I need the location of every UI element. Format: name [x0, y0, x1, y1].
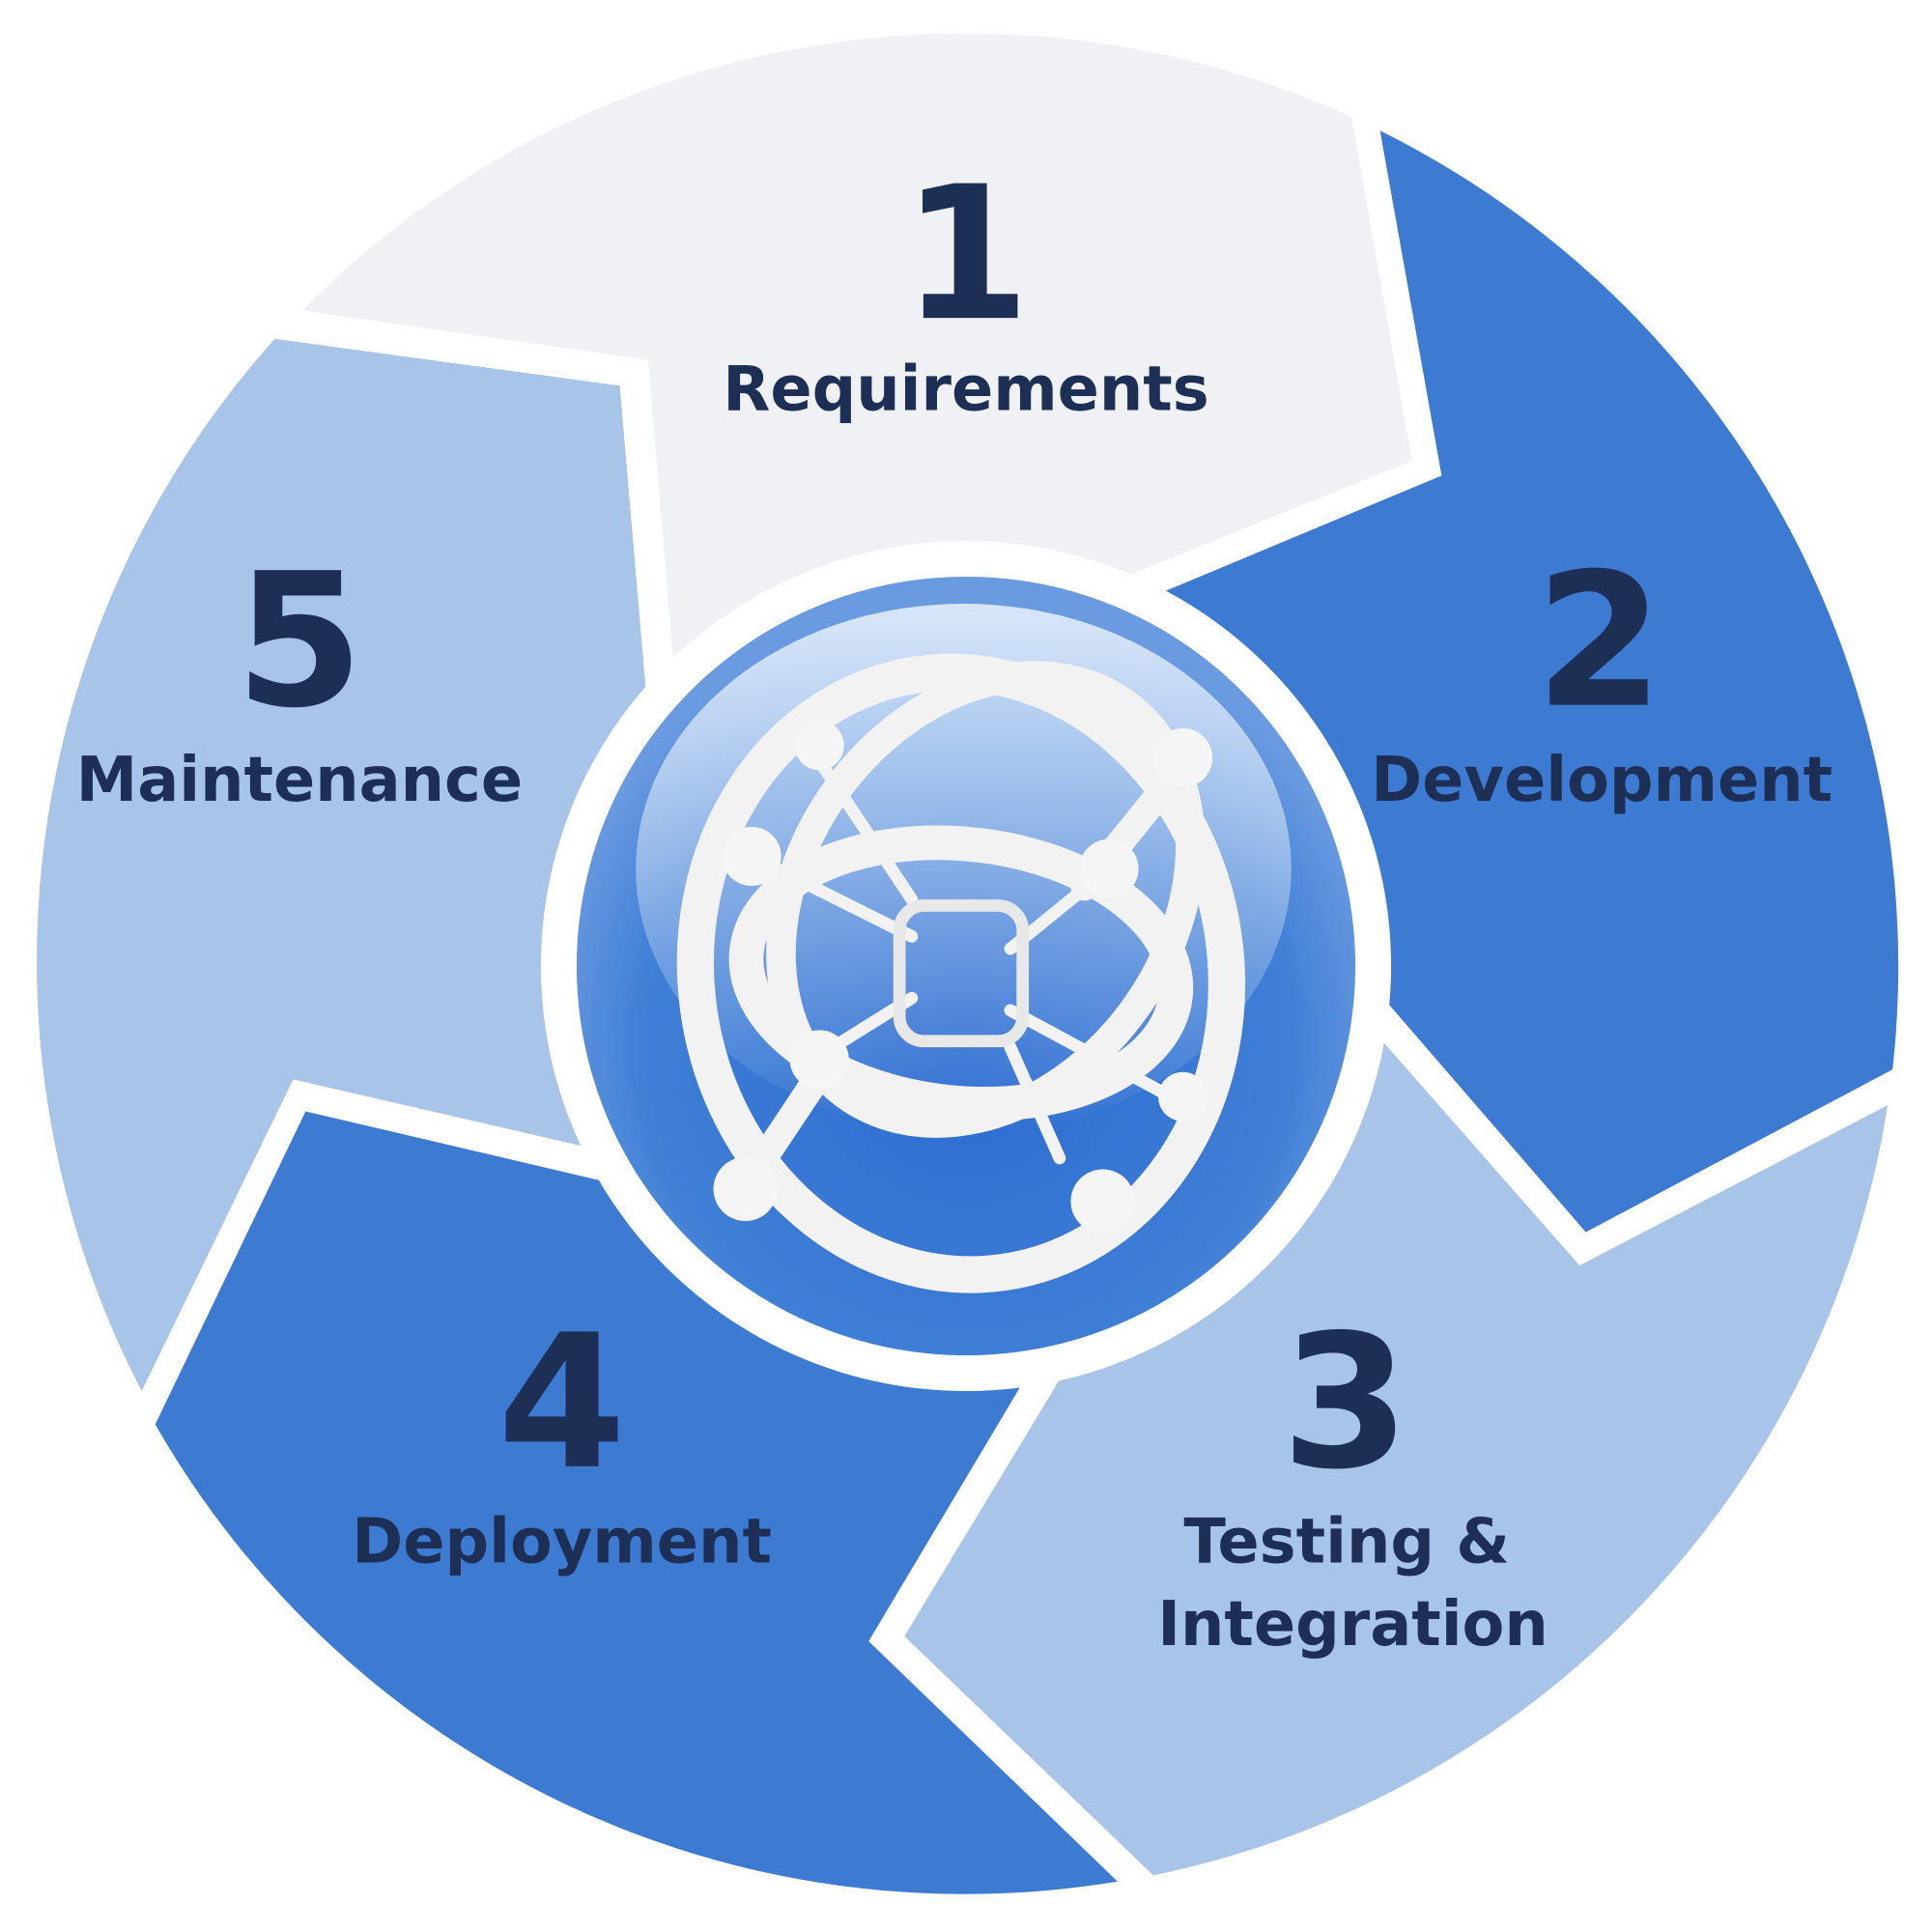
step-label-development: Development	[1371, 745, 1833, 816]
step-number-1: 1	[901, 147, 1030, 362]
step-label-integration: Integration	[1157, 1589, 1548, 1661]
step-number-5: 5	[235, 534, 363, 750]
step-number-2: 2	[1535, 534, 1663, 750]
step-number-3: 3	[1281, 1295, 1409, 1511]
step-label-maintenance: Maintenance	[76, 745, 523, 816]
step-number-4: 4	[497, 1295, 626, 1511]
step-label-testing: Testing &	[1183, 1506, 1509, 1577]
segment-requirements	[301, 33, 1412, 966]
step-label-deployment: Deployment	[352, 1506, 772, 1577]
step-label-requirements: Requirements	[723, 355, 1208, 426]
segment-maintenance	[37, 338, 966, 1392]
wireframe-sphere-logo-icon	[576, 576, 1356, 1356]
